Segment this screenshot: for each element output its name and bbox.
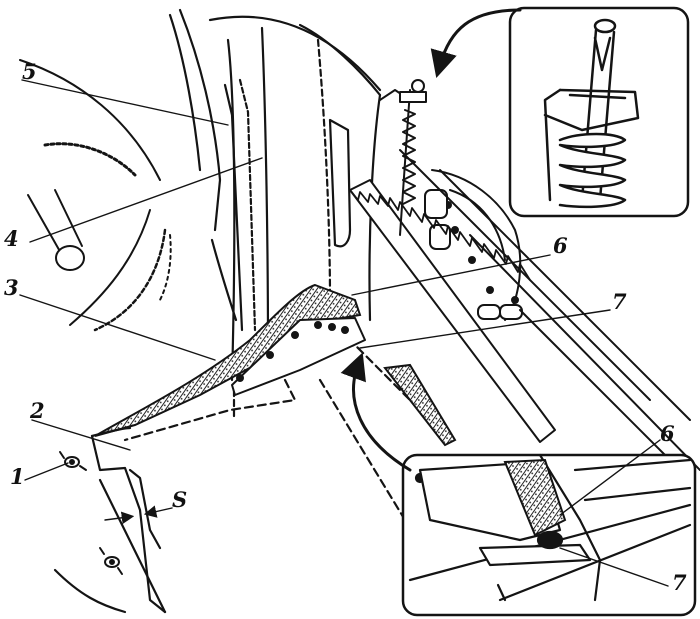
wing-nut-lower [99, 547, 123, 575]
label-5: 5 [22, 59, 37, 84]
arrow-to-spring [430, 8, 522, 78]
bracket-plate [231, 317, 366, 396]
arrow-to-clamp [340, 352, 412, 472]
label-7-main: 7 [612, 289, 627, 314]
drum-disc [19, 59, 172, 332]
label-1: 1 [10, 464, 25, 489]
label-6-inset: 6 [660, 421, 675, 446]
sprocket [424, 169, 523, 321]
inset-spring-detail [508, 6, 690, 218]
label-3: 3 [4, 275, 19, 300]
wing-nut-upper [59, 451, 87, 471]
hatched-plate [94, 283, 362, 437]
label-2: 2 [30, 398, 45, 423]
frame-rails [379, 89, 700, 471]
hopper-housing [123, 8, 447, 522]
label-6-main: 6 [553, 233, 568, 258]
leader-lines [19, 79, 669, 587]
inset-clamp-detail [401, 453, 697, 617]
drum-shaft [27, 189, 85, 271]
label-4: 4 [4, 226, 19, 251]
toothed-blade [349, 179, 556, 443]
label-7-inset: 7 [672, 570, 687, 595]
scraper-plate [53, 426, 167, 614]
tension-spring [399, 79, 427, 236]
label-gap-s: S [172, 487, 188, 512]
blade-clamp [383, 363, 457, 447]
